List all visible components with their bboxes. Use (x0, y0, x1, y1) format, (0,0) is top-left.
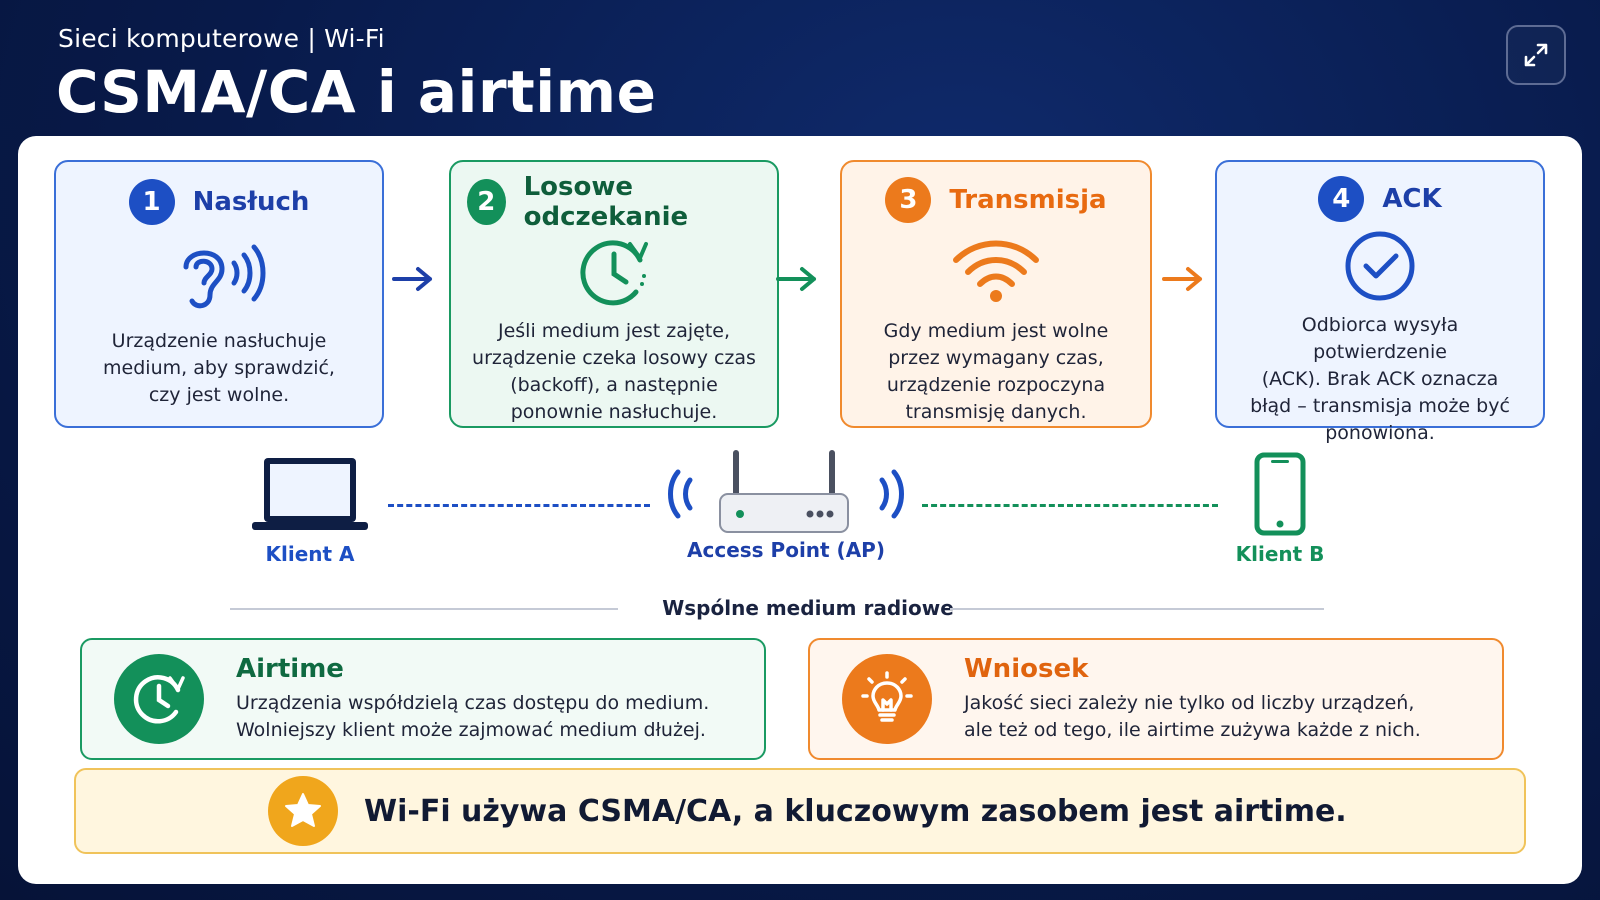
client-b-label: Klient B (1235, 542, 1325, 566)
clock-icon (580, 240, 648, 306)
summary-text: Wi-Fi używa CSMA/CA, a kluczowym zasobem… (364, 793, 1347, 829)
step-desc-line: błąd – transmisja może być (1250, 395, 1510, 417)
laptop-icon (252, 458, 368, 530)
client-a-label: Klient A (265, 542, 355, 566)
step-title: ACK (1382, 184, 1442, 214)
wifi-icon (953, 240, 1039, 303)
step-desc-line: (ACK). Brak ACK oznacza (1261, 368, 1499, 390)
client-b: Klient B (1220, 452, 1340, 566)
medium-label: Wspólne medium radiowe (662, 596, 954, 620)
step-desc-line: ponownie nasłuchuje. (510, 401, 718, 423)
check-icon (1345, 231, 1415, 301)
step-desc-line: czy jest wolne. (148, 384, 290, 406)
step-number: 3 (885, 177, 932, 224)
step-desc-line: Urządzenie nasłuchuje (111, 330, 327, 352)
client-a: Klient A (250, 454, 370, 566)
access-point-label: Access Point (AP) (687, 538, 885, 562)
airtime-title: Airtime (236, 654, 344, 684)
step-card-listen: 1 Nasłuch Urządzenie nasłuchuje medium, … (54, 160, 384, 428)
lightbulb-icon (861, 671, 913, 722)
step-number: 1 (128, 179, 175, 225)
link-dash-a (388, 504, 650, 507)
router-icon (668, 450, 904, 533)
step-title: Nasłuch (192, 187, 310, 217)
main-panel: 1 Nasłuch Urządzenie nasłuchuje medium, … (18, 136, 1582, 884)
step-desc-line: Jeśli medium jest zajęte, (497, 320, 731, 342)
airtime-line: Wolniejszy klient może zajmować medium d… (236, 719, 706, 741)
arrow-right-icon (392, 267, 432, 291)
page-title: CSMA/CA i airtime (56, 58, 657, 126)
step-desc-line: przez wymagany czas, (888, 347, 1104, 369)
arrow-right-icon (776, 267, 816, 291)
step-desc-line: Gdy medium jest wolne (883, 320, 1109, 342)
medium-divider-right (950, 608, 1324, 610)
step-title: Transmisja (949, 185, 1107, 216)
airtime-icon-circle (114, 654, 204, 744)
medium-divider-left (230, 608, 618, 610)
expand-button[interactable] (1506, 25, 1566, 85)
conclusion-line: Jakość sieci zależy nie tylko od liczby … (964, 692, 1415, 714)
ear-icon (183, 244, 266, 309)
conclusion-title: Wniosek (964, 654, 1089, 684)
airtime-line: Urządzenia współdzielą czas dostępu do m… (236, 692, 710, 714)
step-title: Losowe odczekanie (523, 172, 689, 232)
step-desc-line: (backoff), a następnie (510, 374, 718, 396)
step-number: 2 (467, 179, 506, 225)
step-number: 4 (1318, 176, 1365, 222)
step-desc-line: Odbiorca wysyła potwierdzenie (1301, 314, 1459, 363)
step-desc-line: urządzenie rozpoczyna (886, 374, 1106, 396)
conclusion-card: Wniosek Jakość sieci zależy nie tylko od… (808, 638, 1504, 760)
access-point: Access Point (AP) (666, 446, 906, 562)
star-icon (285, 793, 321, 827)
expand-icon (1524, 43, 1548, 67)
arrow-right-icon (1162, 267, 1202, 291)
header-subtitle: Sieci komputerowe | Wi-Fi (58, 24, 385, 53)
step-card-ack: 4 ACK Odbiorca wysyła potwierdzenie (ACK… (1215, 160, 1545, 444)
smartphone-icon (1254, 452, 1306, 536)
summary-star-circle (268, 776, 338, 846)
step-card-backoff: 2 Losowe odczekanie Jeśli medium jest za… (449, 160, 779, 428)
airtime-card: Airtime Urządzenia współdzielą czas dost… (80, 638, 766, 760)
step-desc-line: transmisję danych. (905, 401, 1087, 423)
step-desc-line: medium, aby sprawdzić, (103, 357, 335, 379)
link-dash-b (922, 504, 1218, 507)
step-desc-line: ponowiona. (1325, 422, 1435, 444)
conclusion-line: ale też od tego, ile airtime zużywa każd… (964, 719, 1421, 741)
step-card-transmission: 3 Transmisja Gdy medium jest wolne przez… (840, 160, 1152, 428)
conclusion-icon-circle (842, 654, 932, 744)
clock-icon (133, 675, 185, 724)
step-desc-line: urządzenie czeka losowy czas (472, 347, 756, 369)
summary-banner: Wi-Fi używa CSMA/CA, a kluczowym zasobem… (74, 768, 1526, 854)
